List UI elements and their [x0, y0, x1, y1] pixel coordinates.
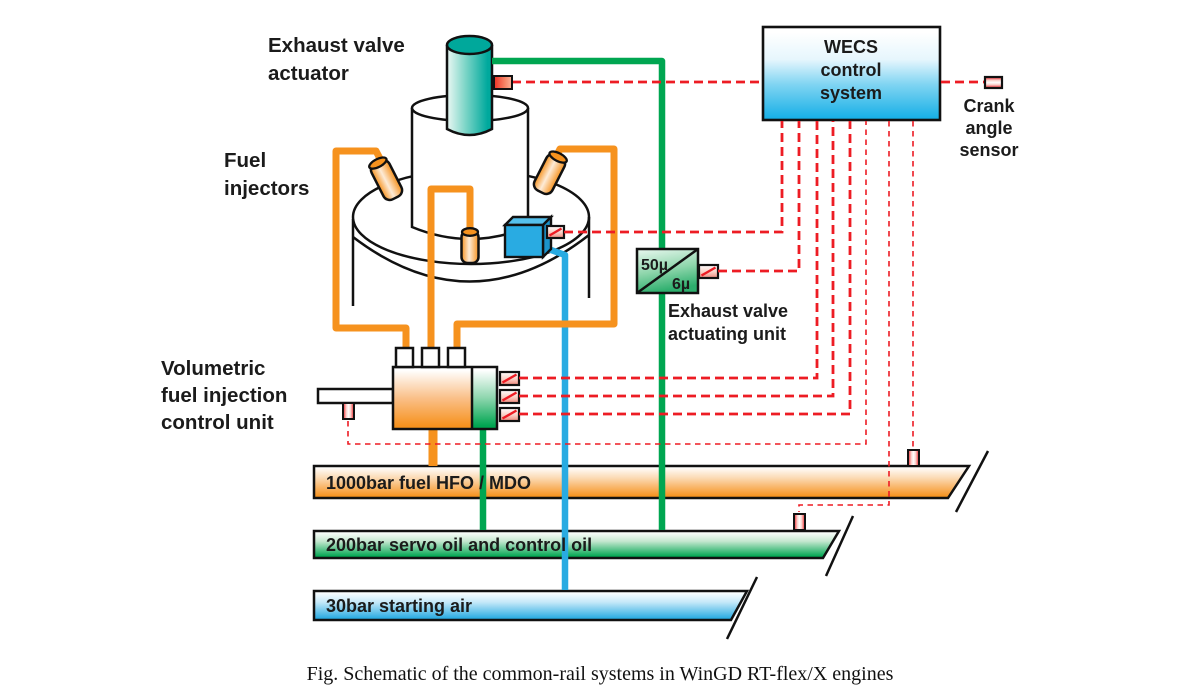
volumetric-fuel-injection-control-unit [316, 346, 521, 431]
volumetric-unit-label-line3: control unit [161, 411, 274, 434]
injector-port [446, 346, 467, 369]
cylinder-body [410, 93, 530, 241]
filter-fine-rating: 6µ [672, 276, 690, 293]
control-unit-connector [498, 406, 521, 423]
fuel-rail-pressure-sensor [907, 449, 920, 467]
fuel-injector-center [460, 227, 480, 265]
fuel-injector-right [532, 150, 568, 196]
fuel-rail-pipe-stub [316, 387, 395, 405]
wecs-control-system-box: WECS control system [761, 25, 942, 122]
fuel-pipe-center-injector [427, 185, 474, 351]
exhaust-valve-actuator-label-line1: Exhaust valve [268, 34, 405, 57]
diagram-labels: Exhaust valve actuator Fuel injectors Vo… [161, 34, 1019, 616]
wecs-label-line2: control [821, 60, 882, 80]
control-unit-connector [498, 370, 521, 387]
filter-connector [697, 263, 720, 280]
rail-break-mark [824, 515, 855, 577]
actuating-unit-label-line1: Exhaust valve [668, 301, 788, 321]
crank-sensor-label-line3: sensor [959, 140, 1018, 160]
control-signal-lines [347, 80, 985, 512]
injector-port [420, 346, 441, 369]
fuel-injectors-label-line2: injectors [224, 177, 309, 200]
servo-oil-line-to-actuator [492, 57, 666, 530]
signal-actuating-unit [718, 121, 801, 273]
exhaust-valve-actuator-cylinder [445, 34, 494, 137]
wecs-label-line3: system [820, 83, 882, 103]
volumetric-unit-label-line1: Volumetric [161, 357, 265, 380]
signal-injection-valve-2 [519, 121, 835, 398]
rail-break-mark [954, 450, 990, 513]
exhaust-valve-actuating-unit-filter: 50µ 6µ [635, 247, 700, 295]
filter-coarse-rating: 50µ [641, 257, 668, 274]
servo-oil-rail-label: 200bar servo oil and control oil [326, 535, 592, 555]
crank-sensor-label-line1: Crank [963, 96, 1015, 116]
fuel-pipe-left-injector [332, 147, 410, 351]
crank-angle-sensor [983, 75, 1004, 90]
servo-rail-pressure-sensor [793, 513, 806, 531]
signal-servo-rail-sensor [798, 121, 890, 512]
injector-port [394, 346, 415, 369]
volumetric-unit-label-line2: fuel injection [161, 384, 287, 407]
wecs-label-line1: WECS [824, 37, 878, 57]
rail-break-mark [725, 576, 759, 640]
control-unit-connector [498, 388, 521, 405]
exhaust-valve-actuator-label-line2: actuator [268, 62, 349, 85]
fuel-rail-label: 1000bar fuel HFO / MDO [326, 473, 531, 493]
control-unit-pressure-sensor [342, 402, 355, 420]
starting-air-valve-connector [545, 224, 566, 240]
signal-injection-valve-3 [519, 121, 852, 416]
signal-starting-air-valve [564, 121, 784, 234]
signal-injection-valve-1 [519, 121, 819, 380]
actuating-unit-label-line2: actuating unit [668, 324, 786, 344]
exhaust-actuator-sensor [493, 75, 513, 90]
servo-oil-rail [312, 515, 855, 577]
fuel-rail [312, 450, 990, 513]
figure-caption: Fig. Schematic of the common-rail system… [306, 663, 894, 685]
signal-control-unit-sensor [347, 121, 867, 445]
starting-air-valve [502, 214, 554, 260]
starting-air-rail-label: 30bar starting air [326, 596, 472, 616]
starting-air-rail [312, 576, 759, 640]
fuel-injectors-label-line1: Fuel [224, 149, 266, 172]
crank-sensor-label-line2: angle [965, 118, 1012, 138]
fuel-injector-left [368, 156, 404, 202]
